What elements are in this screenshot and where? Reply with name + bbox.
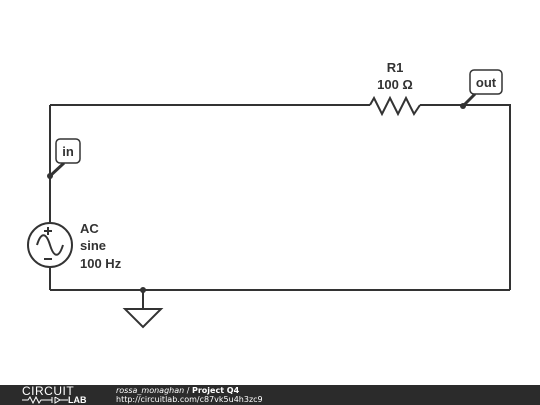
resistor-r1[interactable] <box>369 95 421 117</box>
out-label-text: out <box>476 75 497 90</box>
project-title[interactable]: Project Q4 <box>191 386 240 395</box>
resistor-name: R1 <box>387 60 404 75</box>
resistor-value: 100 Ω <box>377 77 413 92</box>
logo-squiggle-icon <box>22 396 68 404</box>
schematic-canvas: R1 100 Ω AC sine 100 Hz in out <box>27 60 511 329</box>
author-name[interactable]: rossa_monaghan <box>116 386 185 395</box>
source-waveform: sine <box>80 238 106 253</box>
meta-separator: / <box>184 386 192 395</box>
in-label-text: in <box>62 144 74 159</box>
logo-text-top: CIRCUIT <box>22 384 75 398</box>
circuitlab-logo[interactable]: CIRCUIT LAB <box>22 385 98 405</box>
in-node-label[interactable]: in <box>47 138 81 179</box>
logo-text-bottom: LAB <box>68 395 87 405</box>
source-type: AC <box>80 221 99 236</box>
out-node-label[interactable]: out <box>460 69 503 109</box>
project-meta: rossa_monaghan / Project Q4 http://circu… <box>116 386 263 404</box>
ground-symbol[interactable] <box>122 287 164 329</box>
wire-top-right <box>420 104 511 290</box>
source-frequency: 100 Hz <box>80 256 122 271</box>
ac-source[interactable] <box>27 222 73 268</box>
project-url[interactable]: http://circuitlab.com/c87vk5u4h3zc9 <box>116 395 263 404</box>
footer-bar: CIRCUIT LAB rossa_monaghan / Project Q4 … <box>0 385 540 405</box>
